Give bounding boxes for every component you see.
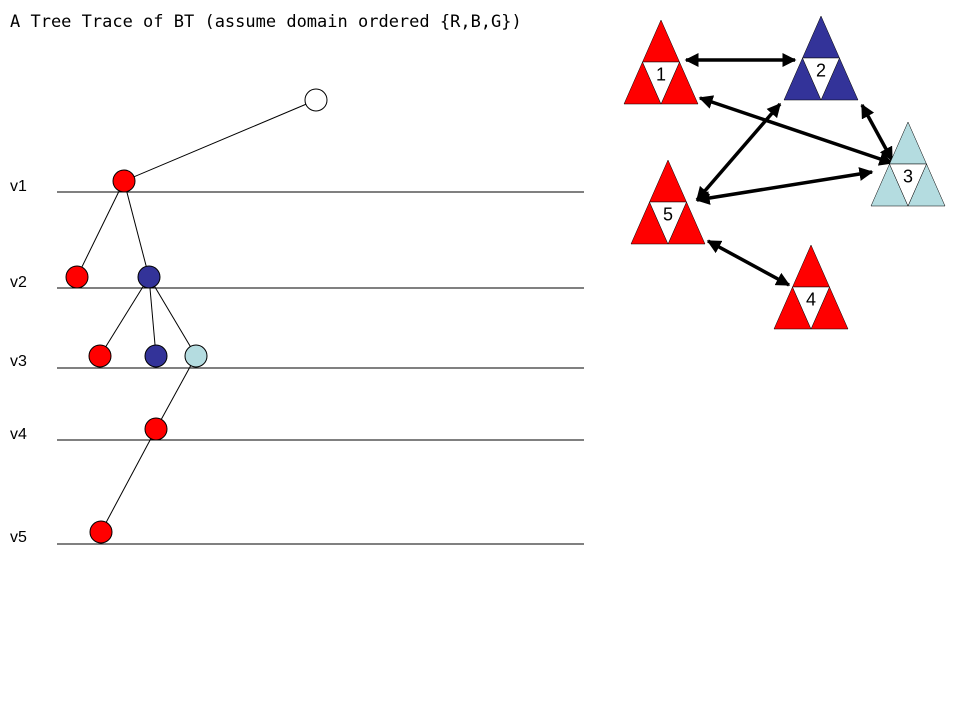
tree-edge (148, 276, 197, 357)
graph-vertex-3: 3 (870, 121, 946, 207)
vertex-top-part (792, 244, 830, 288)
tree-edge (76, 180, 125, 278)
level-lines: v1 v2 v3 v4 v5 (10, 178, 584, 546)
level-label-v2: v2 (10, 274, 27, 291)
graph-edge-2-5 (695, 102, 782, 202)
level-label-v1: v1 (10, 178, 27, 195)
vertex-center-part (642, 61, 680, 105)
tree-node-n3b (144, 344, 168, 368)
tree-node-n1 (112, 169, 136, 193)
tree-node-n5r (89, 520, 113, 544)
graph-vertex-label: 4 (806, 289, 816, 309)
tree-edge (99, 276, 150, 357)
graph-vertex-2: 2 (783, 15, 859, 101)
tree-edges (76, 99, 317, 533)
graph-vertex-label: 1 (656, 64, 666, 84)
tree-node-root (304, 88, 328, 112)
tree-node-n2b (137, 265, 161, 289)
level-label-v4: v4 (10, 426, 27, 443)
level-label-v3: v3 (10, 353, 27, 370)
graph-vertex-4: 4 (773, 244, 849, 330)
level-label-v5: v5 (10, 529, 27, 546)
vertex-center-part (889, 163, 927, 207)
graph-edge-4-5 (706, 239, 791, 287)
vertex-top-part (889, 121, 927, 165)
tree-edge (123, 180, 150, 278)
graph-vertex-1: 1 (623, 19, 699, 105)
tree-edge (100, 428, 157, 533)
tree-edge (148, 276, 157, 357)
tree-node-n2r (65, 265, 89, 289)
vertex-center-part (792, 286, 830, 330)
tree-node-n4r (144, 417, 168, 441)
vertex-center-part (802, 57, 840, 101)
constraint-graph-edges (684, 53, 894, 287)
diagram-title: A Tree Trace of BT (assume domain ordere… (10, 12, 522, 32)
tree-node-n3r (88, 344, 112, 368)
tree-edge (155, 355, 197, 430)
vertex-top-part (802, 15, 840, 59)
vertex-center-part (649, 201, 687, 245)
tree-nodes (65, 88, 328, 544)
constraint-graph-vertices: 1 2 3 4 5 (623, 15, 946, 330)
tree-node-n3g (184, 344, 208, 368)
graph-vertex-5: 5 (630, 159, 706, 245)
graph-edge-2-3 (860, 103, 894, 162)
vertex-top-part (649, 159, 687, 203)
graph-vertex-label: 2 (816, 60, 826, 80)
vertex-top-part (642, 19, 680, 63)
graph-vertex-label: 3 (903, 166, 913, 186)
graph-vertex-label: 5 (663, 204, 673, 224)
tree-edge (123, 99, 317, 182)
graph-edge-3-5 (695, 167, 874, 205)
